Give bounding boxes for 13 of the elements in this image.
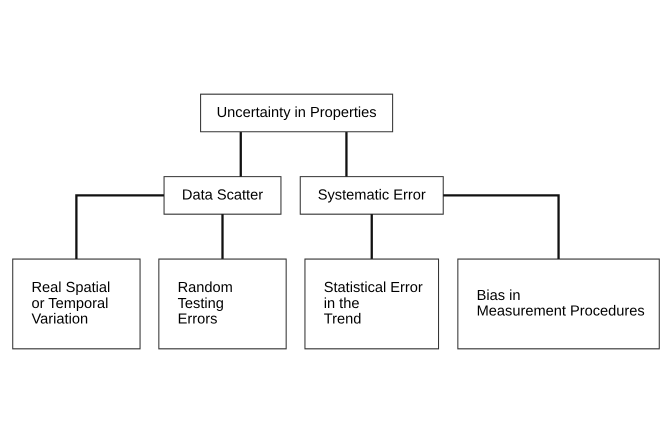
connector — [443, 194, 560, 259]
node-box: Systematic Error — [300, 176, 444, 215]
node-box: Real Spatial or Temporal Variation — [12, 258, 141, 350]
connector — [345, 132, 348, 176]
node-box: Bias in Measurement Procedures — [457, 258, 660, 350]
connector — [221, 214, 224, 259]
connector — [240, 132, 242, 176]
node-box: Data Scatter — [164, 176, 282, 215]
node-box: Uncertainty in Properties — [200, 94, 394, 132]
connector — [370, 214, 373, 259]
node-box: Statistical Error in the Trend — [304, 258, 440, 350]
connector — [75, 194, 164, 259]
node-box: Random Testing Errors — [158, 258, 287, 350]
